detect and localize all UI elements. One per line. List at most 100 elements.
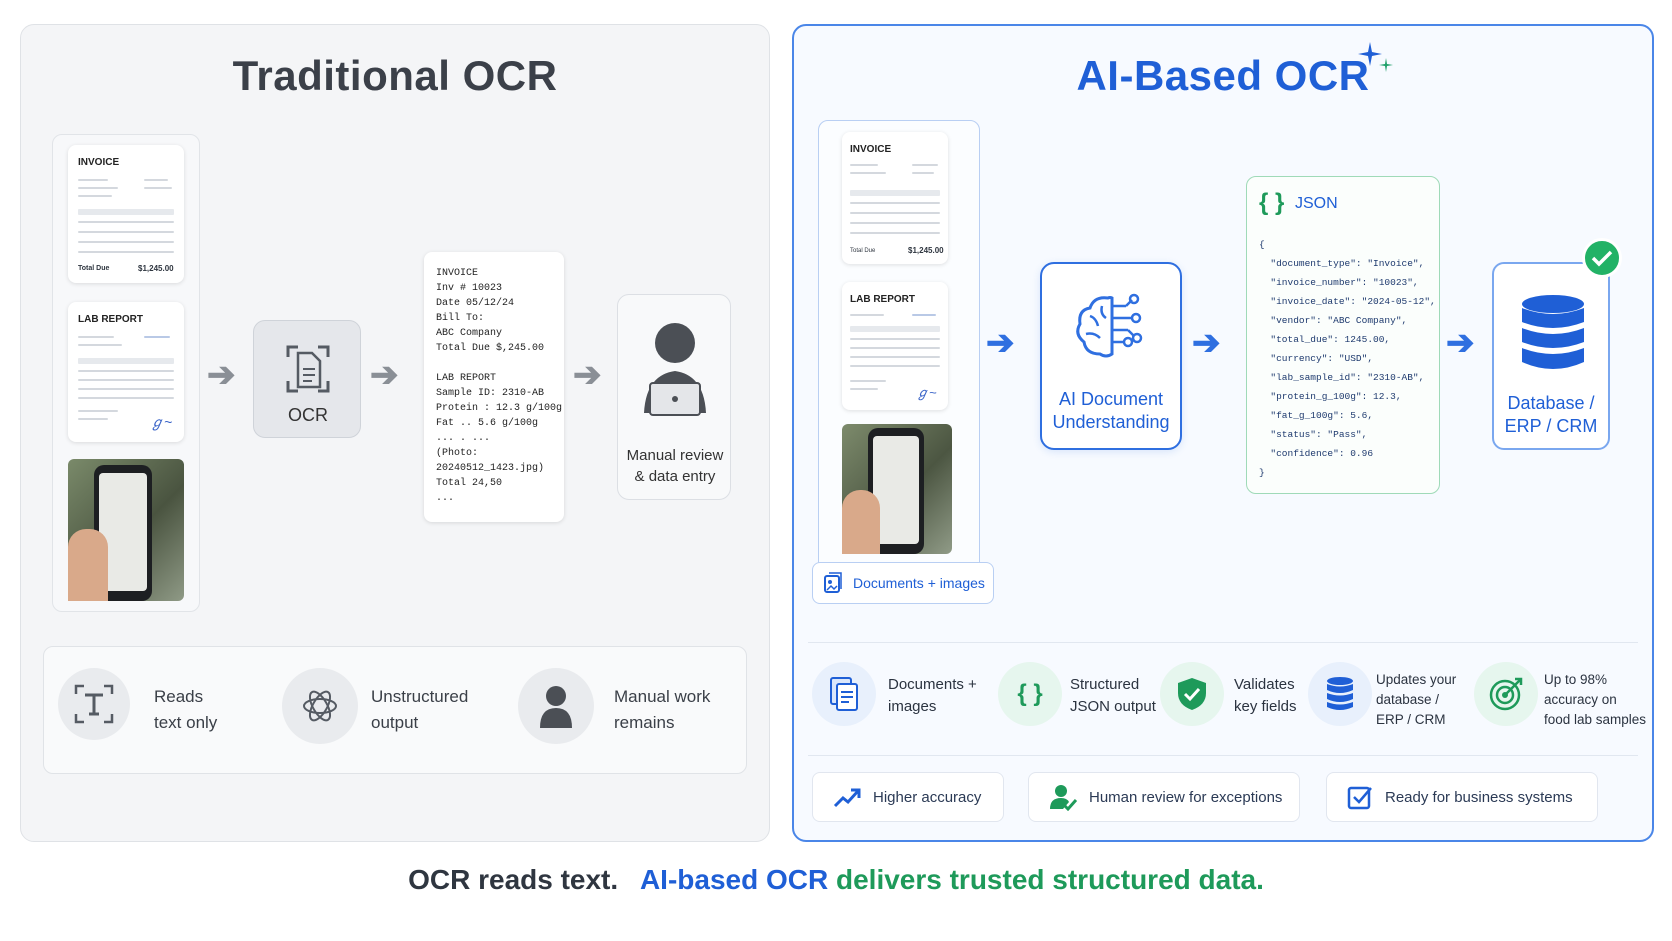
json-line: } <box>1259 467 1265 478</box>
database-erp-crm-box: Database / ERP / CRM <box>1492 262 1610 450</box>
raw-text-line: Total Due $,245.00 <box>436 343 545 354</box>
raw-text-line: Protein : 12.3 g/100g <box>436 403 563 414</box>
feature-text-only-label: text only <box>154 713 218 732</box>
feature-remains-label: remains <box>614 713 675 732</box>
json-line: "currency": "USD", <box>1259 353 1374 364</box>
raw-text-line: Total 24,50 <box>436 478 503 489</box>
invoice-document: INVOICE Total Due $1,245.00 <box>68 145 184 283</box>
braces-icon: { } <box>1259 189 1285 216</box>
footer-tagline: OCR reads text. AI-based OCR delivers tr… <box>0 864 1672 896</box>
signature-icon: ℊ~ <box>150 414 173 430</box>
json-lines: { "document_type": "Invoice", "invoice_n… <box>1259 235 1436 482</box>
higher-accuracy-pill: Higher accuracy <box>812 772 1004 822</box>
business-systems-label: Ready for business systems <box>1385 788 1573 806</box>
json-line: "document_type": "Invoice", <box>1259 258 1425 269</box>
json-line: "vendor": "ABC Company", <box>1259 315 1408 326</box>
ai-document-understanding-box: AI Document Understanding <box>1040 262 1182 450</box>
ai-invoice-total-value: $1,245.00 <box>908 246 944 255</box>
json-line: "total_due": 1245.00, <box>1259 334 1391 345</box>
text-icon <box>58 668 130 740</box>
higher-accuracy-label: Higher accuracy <box>873 788 982 806</box>
feature-food-lab-label: food lab samples <box>1544 712 1647 727</box>
feature-updates-label: Updates your <box>1376 672 1457 687</box>
json-line: "lab_sample_id": "2310-AB", <box>1259 372 1425 383</box>
feature-validates-label: Validates <box>1234 676 1295 693</box>
feature-accuracy-on-label: accuracy on <box>1544 692 1617 707</box>
database-icon <box>1308 662 1372 726</box>
ai-phone-photo <box>842 424 952 554</box>
feature-unstructured-label: Unstructured <box>371 687 469 706</box>
lab-report-doc-title: LAB REPORT <box>78 314 143 325</box>
target-icon <box>1474 662 1538 726</box>
ai-understanding-label: Understanding <box>1052 412 1170 432</box>
raw-text-line: (Photo: <box>436 448 479 459</box>
feature-reads-label: Reads <box>154 687 204 706</box>
json-line: "confidence": 0.96 <box>1259 448 1374 459</box>
sparkle-icon <box>1358 42 1393 72</box>
raw-text-line: INVOICE <box>436 268 479 279</box>
feature-database-label: database / <box>1376 692 1440 707</box>
invoice-total-value: $1,245.00 <box>138 264 174 273</box>
feature-key-fields-label: key fields <box>1234 698 1297 715</box>
ai-document-label: AI Document <box>1058 389 1164 409</box>
raw-text-line: 20240512_1423.jpg) <box>436 463 545 474</box>
human-review-label: Human review for exceptions <box>1089 788 1283 806</box>
database-icon <box>1522 295 1584 369</box>
person-laptop-icon <box>644 323 706 416</box>
raw-text-line: Inv # 10023 <box>436 283 503 294</box>
raw-text-line: ABC Company <box>436 328 503 339</box>
traditional-ocr-title: Traditional OCR <box>232 52 558 99</box>
feature-accuracy-label: Up to 98% <box>1544 672 1608 687</box>
document-scan-icon <box>286 345 330 393</box>
arrow-right-icon: ➔ <box>207 356 236 394</box>
business-systems-pill: Ready for business systems <box>1326 772 1598 822</box>
documents-images-badge: Documents + images <box>812 562 994 604</box>
footer-trusted-data: delivers trusted structured data. <box>835 864 1264 895</box>
tangle-icon <box>282 668 358 744</box>
json-line: "protein_g_100g": 12.3, <box>1259 391 1402 402</box>
ai-invoice-doc-title: INVOICE <box>850 144 892 155</box>
manual-review-box: Manual review & data entry <box>617 294 731 500</box>
ai-based-ocr-title: AI-Based OCR <box>1076 52 1370 99</box>
lab-report-document: LAB REPORT ℊ~ <box>68 302 184 442</box>
json-line: { <box>1259 239 1265 250</box>
person-check-icon <box>1050 785 1077 811</box>
checkbox-icon <box>1347 786 1372 810</box>
json-header: JSON <box>1295 195 1338 212</box>
ocr-box: OCR <box>253 320 361 438</box>
raw-text-line: Sample ID: 2310-AB <box>436 388 545 399</box>
raw-text-line: Fat .. 5.6 g/100g <box>436 418 539 429</box>
raw-text-line <box>436 356 552 371</box>
ai-invoice-document: INVOICE Total Due $1,245.00 <box>842 132 948 264</box>
braces-icon: { } <box>998 662 1062 726</box>
manual-review-label: Manual review <box>626 447 724 464</box>
ai-features-bar <box>808 642 1638 756</box>
json-line: "invoice_date": "2024-05-12", <box>1259 296 1436 307</box>
raw-text-line: Date 05/12/24 <box>436 298 515 309</box>
feature-output-label: output <box>371 713 419 732</box>
json-line: "status": "Pass", <box>1259 429 1368 440</box>
signature-icon: ℊ~ <box>916 385 937 400</box>
raw-text-line: LAB REPORT <box>436 373 497 384</box>
raw-text-line: ... <box>436 493 455 504</box>
human-review-pill: Human review for exceptions <box>1028 772 1300 822</box>
feature-documents-label: Documents + <box>888 676 977 693</box>
footer-ocr-reads-text: OCR reads text. <box>408 864 619 895</box>
documents-icon <box>812 662 876 726</box>
feature-structured-label: Structured <box>1070 676 1140 693</box>
arrow-right-icon: ➔ <box>1192 324 1221 362</box>
feature-json-output-label: JSON output <box>1070 698 1156 715</box>
json-output-card: { } JSON { "document_type": "Invoice", "… <box>1246 176 1440 494</box>
feature-images-label: images <box>888 698 937 715</box>
ai-lab-report-doc-title: LAB REPORT <box>850 294 915 305</box>
arrow-right-icon: ➔ <box>1446 324 1475 362</box>
traditional-features-bar <box>43 646 747 774</box>
phone-photo <box>68 459 184 601</box>
data-entry-label: & data entry <box>634 468 716 485</box>
ocr-label: OCR <box>288 405 328 425</box>
documents-images-label: Documents + images <box>853 575 985 591</box>
footer-ai-based-ocr: AI-based OCR <box>639 864 829 895</box>
erp-crm-label: ERP / CRM <box>1504 416 1598 436</box>
